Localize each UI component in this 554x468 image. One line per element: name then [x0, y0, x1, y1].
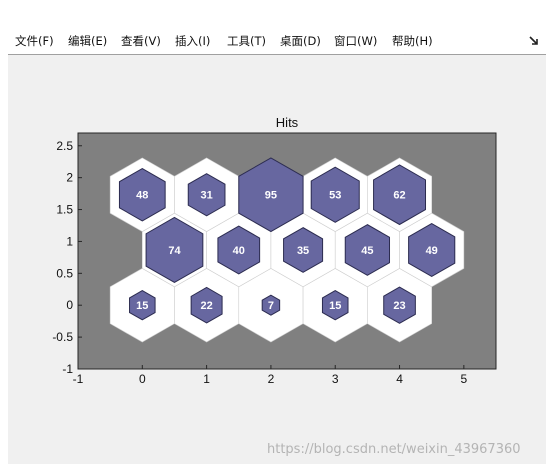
x-tick-label-6: 5 — [461, 372, 468, 386]
hit-hexagon-3 — [321, 290, 349, 321]
y-tick-label-2: 0 — [66, 298, 73, 312]
menu-item-1[interactable]: 编辑(E) — [68, 34, 108, 48]
menu-item-6[interactable]: 窗口(W) — [334, 34, 378, 48]
y-tick-label-0: -1 — [62, 362, 73, 376]
y-tick-label-6: 2 — [66, 171, 73, 185]
hit-hexagon-9 — [408, 222, 456, 278]
hit-count-label-9: 49 — [426, 245, 438, 257]
hit-count-label-14: 62 — [393, 190, 405, 202]
menu-item-3[interactable]: 插入(I) — [175, 34, 211, 48]
hit-count-label-11: 31 — [200, 190, 212, 202]
x-tick-label-0: -1 — [73, 372, 84, 386]
hit-hexagon-8 — [344, 224, 391, 276]
axes-frame — [77, 132, 497, 370]
menu-item-5[interactable]: 桌面(D) — [280, 34, 321, 48]
hit-count-label-5: 74 — [168, 245, 181, 257]
x-tick-label-3: 2 — [268, 372, 275, 386]
x-tick-label-5: 4 — [396, 372, 403, 386]
figure-window: 文件(F) 编辑(E) 查看(V) 插入(I) 工具(T) 桌面(D) 窗口(W) 帮助(H)… — [8, 28, 546, 464]
hit-count-label-0: 15 — [136, 300, 148, 312]
menu-item-4[interactable]: 工具(T) — [227, 34, 266, 48]
hit-hexagon-12 — [238, 157, 304, 233]
y-tick-label-4: 1 — [66, 234, 73, 248]
menu-bar: 文件(F) 编辑(E) 查看(V) 插入(I) 工具(T) 桌面(D) 窗口(W) 帮助(H) — [8, 28, 546, 55]
watermark-text: https://blog.csdn.net/weixin_43967360 — [267, 442, 521, 457]
dock-arrow-icon[interactable] — [528, 35, 540, 47]
x-tick-label-1: 0 — [139, 372, 146, 386]
hit-count-label-4: 23 — [393, 300, 405, 312]
hit-count-label-3: 15 — [329, 300, 341, 312]
hit-count-label-8: 45 — [361, 245, 373, 257]
hit-count-label-1: 22 — [200, 300, 212, 312]
hit-hexagon-0 — [129, 290, 156, 321]
hit-count-label-13: 53 — [329, 190, 341, 202]
hit-hexagon-2 — [261, 294, 281, 316]
hit-hexagon-11 — [187, 173, 226, 217]
menu-item-2[interactable]: 查看(V) — [121, 34, 161, 48]
hit-hexagon-10 — [118, 167, 166, 222]
hit-count-label-10: 48 — [136, 190, 148, 202]
y-tick-label-7: 2.5 — [56, 139, 73, 153]
y-tick-label-3: 0.5 — [56, 266, 73, 280]
hit-hexagon-14 — [373, 164, 427, 226]
hit-count-label-12: 95 — [265, 190, 277, 202]
hit-count-label-6: 40 — [233, 245, 245, 257]
y-tick-label-5: 1.5 — [56, 203, 73, 217]
menu-item-7[interactable]: 帮助(H) — [392, 34, 433, 48]
hit-hexagon-5 — [145, 216, 204, 284]
hit-count-label-7: 35 — [297, 245, 309, 257]
hit-hexagon-4 — [383, 286, 416, 324]
hit-hexagon-7 — [283, 227, 324, 273]
hit-hexagon-1 — [190, 286, 223, 324]
y-tick-label-1: -0.5 — [52, 330, 73, 344]
chart-title: Hits — [276, 115, 299, 130]
x-tick-label-4: 3 — [332, 372, 339, 386]
hit-hexagon-13 — [310, 166, 360, 223]
hit-hexagon-6 — [217, 225, 261, 275]
hit-count-label-2: 7 — [268, 300, 274, 312]
menu-item-0[interactable]: 文件(F) — [15, 34, 54, 48]
x-tick-label-2: 1 — [203, 372, 210, 386]
